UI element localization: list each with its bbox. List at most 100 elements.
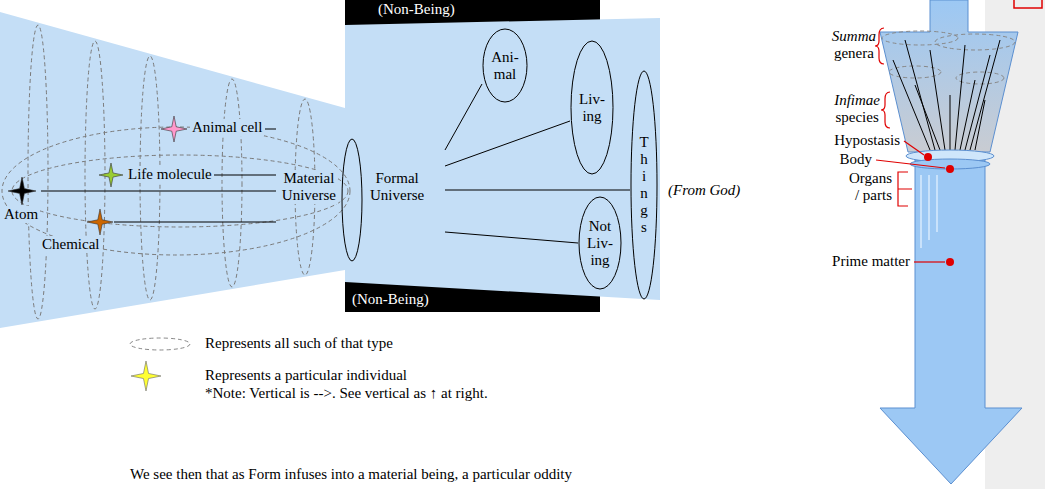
bracket bbox=[875, 28, 884, 64]
note-text: *Note: Vertical is -->. See vertical as … bbox=[205, 385, 488, 402]
ellipse-outline bbox=[341, 138, 363, 262]
level-label: Body bbox=[839, 151, 872, 168]
label-holder: Organs / parts bbox=[844, 170, 892, 204]
legend-swatch bbox=[130, 360, 162, 392]
animal-cell-star: Animal cell bbox=[160, 115, 265, 143]
connector-line bbox=[445, 84, 482, 150]
level-label: Summa genera bbox=[832, 28, 876, 62]
marker-dot bbox=[946, 258, 954, 266]
body-text: We see then that as Form infuses into a … bbox=[130, 466, 572, 483]
star-symbol bbox=[7, 176, 37, 206]
species-line bbox=[975, 100, 985, 150]
things-ellipse: T h i n g s bbox=[630, 70, 658, 300]
marker-dot bbox=[946, 165, 954, 173]
leader-line bbox=[904, 141, 924, 155]
connector-line bbox=[265, 129, 276, 130]
label-holder: (From God) bbox=[668, 182, 740, 199]
genera-cone bbox=[880, 0, 1018, 152]
label-holder: Represents all such of that type bbox=[205, 335, 393, 352]
label-holder: Atom bbox=[2, 206, 40, 223]
connector-line bbox=[445, 190, 630, 191]
genus-ellipse bbox=[935, 34, 1015, 50]
species-line bbox=[970, 40, 1000, 150]
star-symbol bbox=[87, 209, 113, 235]
node-text: Liv- ing bbox=[579, 91, 605, 125]
ellipse-outline bbox=[342, 139, 362, 261]
star-symbol bbox=[161, 116, 187, 142]
label-holder: Life molecule bbox=[126, 166, 214, 183]
living-ellipse: Liv- ing bbox=[570, 40, 614, 175]
region-label: (Non-Being) bbox=[352, 291, 429, 308]
label-holder: Animal cell bbox=[190, 119, 264, 136]
label-holder: Formal Universe bbox=[368, 170, 426, 204]
universe-label: Material Universe bbox=[280, 170, 338, 204]
material-wedge bbox=[0, 12, 345, 328]
region-label: (Non-Being) bbox=[378, 1, 455, 18]
corner-frame bbox=[1014, 0, 1042, 8]
label-holder: Material Universe bbox=[280, 170, 338, 204]
legend-text: Represents all such of that type bbox=[205, 335, 393, 352]
part-line bbox=[920, 175, 921, 248]
node-label: Atom bbox=[2, 206, 40, 223]
star-symbol bbox=[8, 177, 36, 205]
species-line bbox=[965, 55, 990, 150]
universe-label: Formal Universe bbox=[368, 170, 426, 204]
bracket bbox=[898, 172, 912, 206]
marker-dot bbox=[924, 153, 932, 161]
part-line bbox=[936, 175, 937, 232]
node-text: Ani- mal bbox=[491, 49, 519, 83]
label-holder: Represents a particular individual bbox=[205, 367, 407, 384]
legend-text: Represents a particular individual bbox=[205, 367, 407, 384]
node-label: Life molecule bbox=[126, 166, 214, 183]
formal-wedge bbox=[345, 18, 660, 300]
life-molecule-star: Life molecule bbox=[98, 161, 214, 188]
label-holder: Infimae species bbox=[834, 92, 880, 126]
matter-arrow bbox=[880, 160, 1022, 484]
species-line bbox=[930, 50, 945, 150]
star-symbol bbox=[98, 162, 124, 188]
connector-line bbox=[445, 232, 578, 243]
level-label: Hypostasis bbox=[834, 132, 900, 149]
node-text: T h i n g s bbox=[640, 134, 649, 236]
dashed-ellipse-sample bbox=[130, 338, 190, 350]
label-holder: We see then that as Form infuses into a … bbox=[130, 466, 572, 483]
part-line bbox=[928, 175, 929, 240]
genus-ellipse bbox=[956, 72, 1004, 84]
type-ellipse bbox=[2, 127, 350, 255]
connector-line bbox=[214, 175, 276, 176]
label-holder: (Non-Being) bbox=[378, 1, 455, 18]
type-ellipse bbox=[222, 79, 242, 287]
connector-line bbox=[41, 191, 276, 192]
star-symbol bbox=[99, 163, 123, 187]
connector-line bbox=[114, 222, 276, 223]
level-label: Organs / parts bbox=[844, 170, 892, 204]
legend-swatch bbox=[128, 334, 192, 354]
label-holder: Body bbox=[839, 151, 872, 168]
label-holder: Prime matter bbox=[832, 253, 910, 270]
star-symbol bbox=[160, 115, 188, 143]
universe-ellipse: Material Universe Formal Universe bbox=[276, 110, 445, 270]
species-line bbox=[950, 95, 951, 150]
ellipse-outline bbox=[571, 41, 613, 174]
node-label: Animal cell bbox=[190, 119, 264, 136]
genus-ellipse bbox=[882, 31, 958, 45]
type-ellipse bbox=[12, 155, 348, 227]
animal-ellipse: Ani- mal bbox=[482, 28, 528, 103]
part-lines bbox=[921, 175, 937, 248]
leader-line bbox=[914, 261, 945, 262]
ellipse-outline bbox=[579, 197, 621, 289]
label-holder: *Note: Vertical is -->. See vertical as … bbox=[205, 385, 488, 402]
level-label: Infimae species bbox=[834, 92, 880, 126]
chemical-star: Chemical bbox=[40, 206, 114, 253]
ellipse-outline bbox=[631, 71, 657, 299]
label-holder: (Non-Being) bbox=[352, 291, 429, 308]
level-label: Prime matter bbox=[832, 253, 910, 270]
connector-line bbox=[445, 121, 570, 166]
star-symbol bbox=[86, 208, 114, 236]
not-living-ellipse: Not Liv- ing bbox=[578, 196, 622, 290]
